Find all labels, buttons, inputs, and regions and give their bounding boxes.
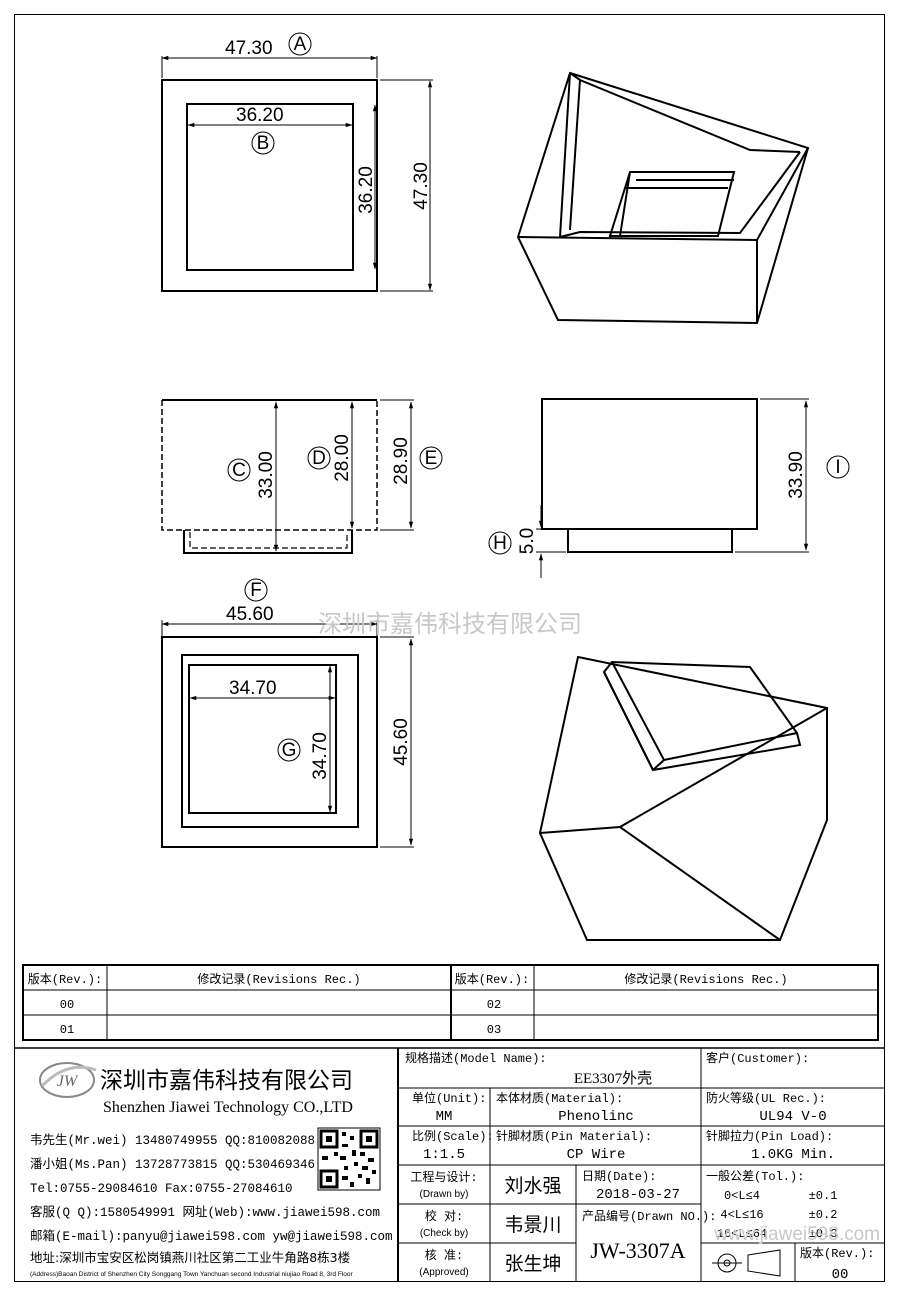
- dim-b-height: 36.20: [356, 166, 377, 214]
- logo-text: JW: [57, 1073, 79, 1090]
- side-view: 33.00 C 28.00 D 28.90 E: [161, 399, 443, 554]
- dim-a-height: 47.30: [411, 162, 432, 210]
- rev-label: 版本(Rev.):: [800, 1246, 874, 1261]
- pin-material-label: 针脚材质(Pin Material):: [496, 1128, 652, 1144]
- company-name-en: Shenzhen Jiawei Technology CO.,LTD: [103, 1099, 353, 1116]
- contact-0: 韦先生(Mr.wei) 13480749955 QQ:810082088: [30, 1133, 315, 1148]
- dim-a-width: 47.30: [225, 38, 273, 59]
- tol-value-0: ±0.1: [809, 1189, 838, 1203]
- iso-view-open: [516, 71, 810, 325]
- tol-range-0: 0<L≤4: [724, 1189, 760, 1203]
- customer-label: 客户(Customer):: [706, 1050, 809, 1066]
- tag-a: A: [294, 34, 307, 55]
- material-value: Phenolinc: [558, 1109, 634, 1125]
- dim-b-width: 36.20: [236, 105, 284, 126]
- drawing-frame: [14, 14, 885, 1282]
- drawn-label: 工程与设计:: [410, 1169, 477, 1185]
- projection-symbol-icon: [712, 1249, 781, 1277]
- dim-g-height: 34.70: [310, 732, 331, 780]
- watermark-url: www.jiawei598.com: [713, 1224, 880, 1245]
- qr-code-icon: [317, 1127, 381, 1191]
- tag-c: C: [232, 460, 246, 481]
- rev-header-right: 版本(Rev.):: [455, 972, 529, 987]
- date-label: 日期(Date):: [582, 1169, 656, 1184]
- model-value: EE3307外壳: [574, 1070, 652, 1087]
- company-block: JW 深圳市嘉伟科技有限公司 Shenzhen Jiawei Technolog…: [30, 1062, 393, 1278]
- dim-f-height: 45.60: [391, 718, 412, 766]
- bottom-view: 45.60 F 34.70 34.70 G 45.60: [161, 578, 414, 848]
- tol-value-2: ±0.3: [809, 1227, 838, 1241]
- scale-value: 1:1.5: [423, 1147, 465, 1163]
- contact-2: Tel:0755-29084610 Fax:0755-27084610: [30, 1182, 293, 1196]
- dim-i: 33.90: [786, 451, 807, 499]
- tag-f: F: [250, 580, 262, 601]
- drawn-value: 刘水强: [504, 1175, 561, 1197]
- rev-row-0-right: 02: [487, 998, 501, 1012]
- tag-e: E: [425, 448, 438, 469]
- rev-header-left: 版本(Rev.):: [28, 972, 102, 987]
- drawing-no-value: JW-3307A: [590, 1238, 685, 1263]
- dim-e: 28.90: [391, 437, 412, 485]
- approve-label-en: (Approved): [419, 1267, 468, 1278]
- dim-d: 28.00: [332, 434, 353, 482]
- company-name-cn: 深圳市嘉伟科技有限公司: [100, 1068, 353, 1094]
- dim-g-width: 34.70: [229, 678, 277, 699]
- watermark-text: 深圳市嘉伟科技有限公司: [318, 610, 582, 638]
- ul-value: UL94 V-0: [759, 1109, 826, 1125]
- dim-h: 5.0: [517, 528, 538, 554]
- rev-value: 00: [832, 1267, 849, 1283]
- tag-g: G: [282, 740, 297, 761]
- address-en: (Address)Baoan District of Shenzhen City…: [30, 1271, 353, 1278]
- side-view-right: 33.90 I 5.0 H: [488, 398, 850, 578]
- approve-label: 核 准:: [425, 1248, 463, 1263]
- unit-label: 单位(Unit):: [412, 1090, 486, 1106]
- tol-range-1: 4<L≤16: [720, 1208, 763, 1222]
- contact-1: 潘小姐(Ms.Pan) 13728773815 QQ:530469346: [30, 1157, 315, 1172]
- rev-row-0-left: 00: [60, 998, 74, 1012]
- pin-load-label: 针脚拉力(Pin Load):: [706, 1128, 833, 1144]
- tol-label: 一般公差(Tol.):: [706, 1168, 804, 1184]
- drawn-label-en: (Drawn by): [420, 1189, 469, 1200]
- check-label-en: (Check by): [420, 1228, 468, 1239]
- address-cn: 地址:深圳市宝安区松岗镇燕川社区第二工业牛角路8栋3楼: [30, 1250, 350, 1265]
- rev-row-1-left: 01: [60, 1023, 74, 1037]
- top-view: 47.30 A 36.20 B 36.20 47.30: [161, 32, 433, 292]
- iso-view-closed: [538, 655, 828, 941]
- tol-range-2: 16<L≤64: [717, 1227, 767, 1241]
- pin-material-value: CP Wire: [567, 1147, 626, 1163]
- check-label: 校 对:: [425, 1208, 463, 1224]
- title-block: 规格描述(Model Name): EE3307外壳 客户(Customer):…: [397, 1048, 885, 1283]
- rev-row-1-right: 03: [487, 1023, 501, 1037]
- ul-label: 防火等级(UL Rec.):: [706, 1090, 826, 1106]
- checked-value: 韦景川: [504, 1214, 561, 1236]
- contact-4: 邮箱(E-mail):panyu@jiawei598.com yw@jiawei…: [30, 1228, 393, 1244]
- date-value: 2018-03-27: [596, 1187, 680, 1203]
- rec-header-right: 修改记录(Revisions Rec.): [624, 971, 787, 987]
- tol-value-1: ±0.2: [809, 1208, 838, 1222]
- rec-header-left: 修改记录(Revisions Rec.): [197, 971, 360, 987]
- contact-3: 客服(Q Q):1580549991 网址(Web):www.jiawei598…: [30, 1204, 380, 1220]
- tag-i: I: [835, 457, 840, 478]
- tag-h: H: [493, 533, 507, 554]
- model-label: 规格描述(Model Name):: [405, 1050, 547, 1066]
- scale-label: 比例(Scale):: [412, 1129, 494, 1144]
- dim-c: 33.00: [256, 451, 277, 499]
- dim-f-width: 45.60: [226, 604, 274, 625]
- drawing-no-label: 产品编号(Drawn NO.):: [582, 1208, 716, 1224]
- pin-load-value: 1.0KG Min.: [751, 1147, 835, 1163]
- unit-value: MM: [436, 1109, 453, 1125]
- tag-b: B: [257, 133, 270, 154]
- approved-value: 张生坤: [504, 1253, 561, 1275]
- tag-d: D: [312, 448, 326, 469]
- material-label: 本体材质(Material):: [496, 1091, 623, 1106]
- revisions-table: 版本(Rev.): 修改记录(Revisions Rec.) 版本(Rev.):…: [22, 964, 879, 1041]
